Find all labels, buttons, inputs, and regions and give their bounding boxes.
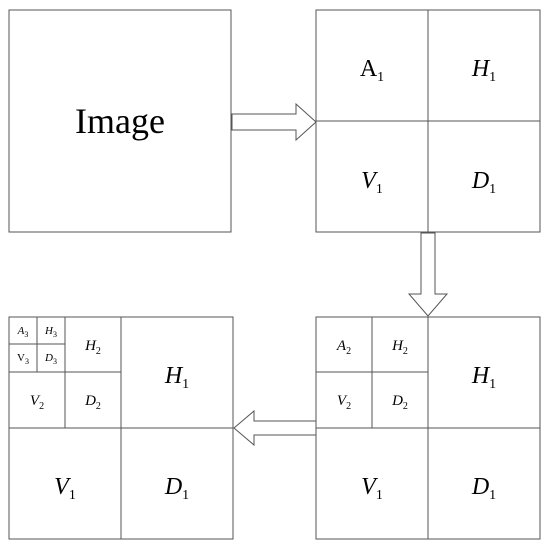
level3-V3: V3 — [17, 352, 29, 366]
level2-block: A2 H2 V2 D2 H1 V1 D1 — [315, 316, 541, 540]
level2-H1: H1 — [471, 363, 496, 392]
image-label: Image — [75, 101, 165, 141]
level3-D2: D2 — [84, 393, 101, 412]
image-block: Image — [8, 9, 232, 233]
arrow-left-icon — [233, 409, 317, 447]
level3-A3: A3 — [17, 325, 29, 339]
image-block-frame — [8, 9, 232, 233]
level2-H2: H2 — [391, 338, 408, 357]
level3-block: A3 H3 V3 D3 H2 V2 D2 H1 V1 D1 — [8, 316, 234, 540]
level3-D1: D1 — [164, 474, 189, 503]
level3-D3: D3 — [44, 352, 57, 366]
arrow-down-icon — [407, 232, 449, 317]
level1-D1: D1 — [471, 168, 496, 197]
level1-H1: H1 — [471, 56, 496, 85]
arrow-right-icon — [231, 102, 317, 142]
level2-D2: D2 — [391, 393, 408, 412]
level1-V1: V1 — [361, 168, 383, 197]
level2-A2: A2 — [336, 338, 351, 357]
level1-A1: A1 — [360, 56, 384, 85]
level2-V2: V2 — [337, 393, 351, 412]
level3-H2: H2 — [84, 338, 101, 357]
level2-D1: D1 — [471, 474, 496, 503]
level3-H1: H1 — [164, 363, 189, 392]
level3-H3: H3 — [44, 325, 57, 339]
level1-block: A1 H1 V1 D1 — [315, 9, 541, 233]
level3-V2: V2 — [30, 393, 44, 412]
level3-V1: V1 — [54, 474, 76, 503]
level2-V1: V1 — [361, 474, 383, 503]
